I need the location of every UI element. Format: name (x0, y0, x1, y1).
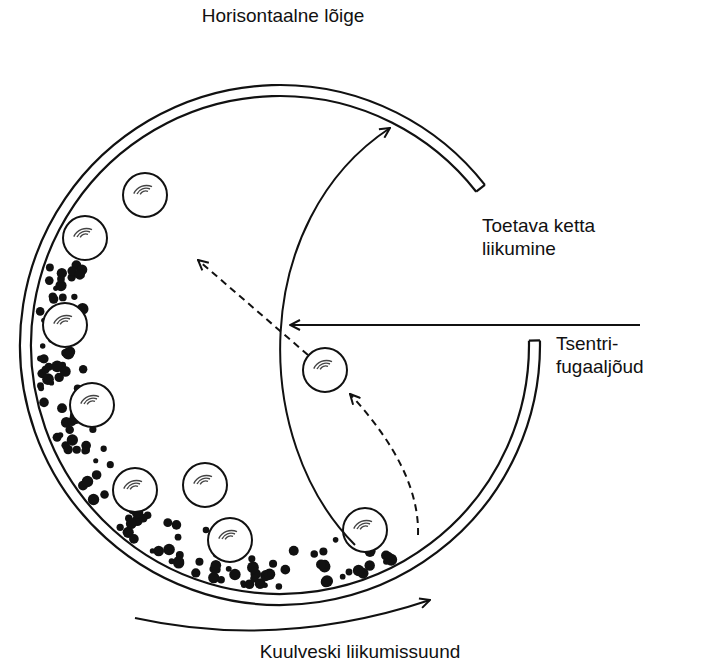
powder-dot (353, 565, 364, 576)
powder-dot (57, 275, 65, 283)
powder-dot (93, 458, 98, 463)
powder-dot (82, 476, 94, 488)
grinding-ball (303, 348, 347, 392)
powder-dot (319, 547, 327, 555)
powder-dot (346, 569, 353, 576)
grinding-ball (123, 173, 167, 217)
powder-dot (289, 546, 299, 556)
powder-dot (60, 366, 71, 377)
powder-dot (88, 494, 99, 505)
powder-dot (163, 544, 175, 556)
wall-end (476, 185, 485, 192)
powder-dot (126, 518, 137, 529)
inner-wall (31, 96, 529, 594)
powder-dot (276, 583, 283, 590)
powder-dot (81, 447, 88, 454)
powder-dot (101, 446, 107, 452)
powder-dot (117, 524, 124, 531)
powder-dot (203, 527, 210, 534)
grinding-ball (70, 383, 114, 427)
grinding-balls (43, 173, 387, 562)
mill-rotation-arrow (135, 600, 430, 630)
powder-dot (75, 269, 85, 279)
ball-throw-arrow (198, 260, 308, 355)
powder-dot (150, 548, 155, 553)
powder-dot (100, 490, 109, 499)
wall-end (529, 339, 540, 341)
powder-dot (208, 572, 219, 583)
grinding-ball (183, 463, 227, 507)
grinding-ball (113, 468, 157, 512)
powder-dot (73, 446, 81, 454)
powder-dot (107, 461, 114, 468)
powder-dot (167, 545, 172, 550)
powder-dot (264, 569, 275, 580)
powder-dot (316, 560, 326, 570)
grinding-ball (343, 508, 387, 552)
powder-dot (226, 566, 232, 572)
annotation-label: Tsentri- fugaaljõud (556, 332, 660, 378)
powder-dot (240, 580, 246, 586)
powder-dot (269, 560, 277, 568)
powder-dot (46, 264, 54, 272)
powder-dot (139, 514, 148, 523)
powder-dot (57, 432, 63, 438)
powder-dot (39, 398, 49, 408)
powder-dot (340, 574, 346, 580)
grinding-ball (63, 216, 107, 260)
powder-dot (71, 294, 77, 300)
powder-dot (195, 558, 203, 566)
powder-dot (175, 534, 182, 541)
centrifugal-force-arrow (290, 324, 640, 326)
powder-dot (310, 550, 317, 557)
powder-dot (41, 365, 49, 373)
powder-dots (36, 260, 397, 589)
grinding-ball (208, 518, 252, 562)
powder-dot (65, 347, 75, 357)
powder-dot (163, 518, 172, 527)
mill-wall (20, 85, 540, 605)
powder-dot (40, 343, 45, 348)
powder-dot (247, 562, 259, 574)
powder-dot (172, 520, 182, 530)
powder-dot (45, 276, 54, 285)
powder-dot (59, 294, 67, 302)
powder-dot (321, 575, 333, 587)
powder-dot (92, 470, 102, 480)
powder-dot (248, 555, 255, 562)
ball-path-arrow (350, 394, 418, 535)
diagram-title: Horisontaalne lõige (153, 4, 413, 27)
powder-dot (255, 579, 265, 589)
powder-dot (280, 565, 290, 575)
powder-dot (37, 382, 44, 389)
powder-dot (40, 354, 49, 363)
powder-dot (42, 373, 54, 385)
powder-dot (267, 571, 274, 578)
disc-motion-arrow (280, 128, 390, 545)
powder-dot (49, 294, 58, 303)
powder-dot (57, 403, 67, 413)
powder-dot (124, 528, 133, 537)
powder-dot (36, 307, 45, 316)
powder-dot (39, 354, 48, 363)
powder-dot (79, 365, 87, 373)
powder-dot (383, 558, 389, 564)
powder-dot (65, 426, 74, 435)
powder-dot (173, 556, 183, 566)
powder-dot (333, 537, 339, 543)
powder-dot (191, 568, 200, 577)
annotation-label: Kuulveski liikumissuund (210, 640, 510, 663)
powder-dot (217, 576, 225, 584)
powder-dot (211, 560, 222, 571)
outer-wall (20, 85, 540, 605)
powder-dot (67, 434, 78, 445)
annotation-label: Toetava ketta liikumine (482, 214, 614, 260)
grinding-ball (43, 303, 87, 347)
